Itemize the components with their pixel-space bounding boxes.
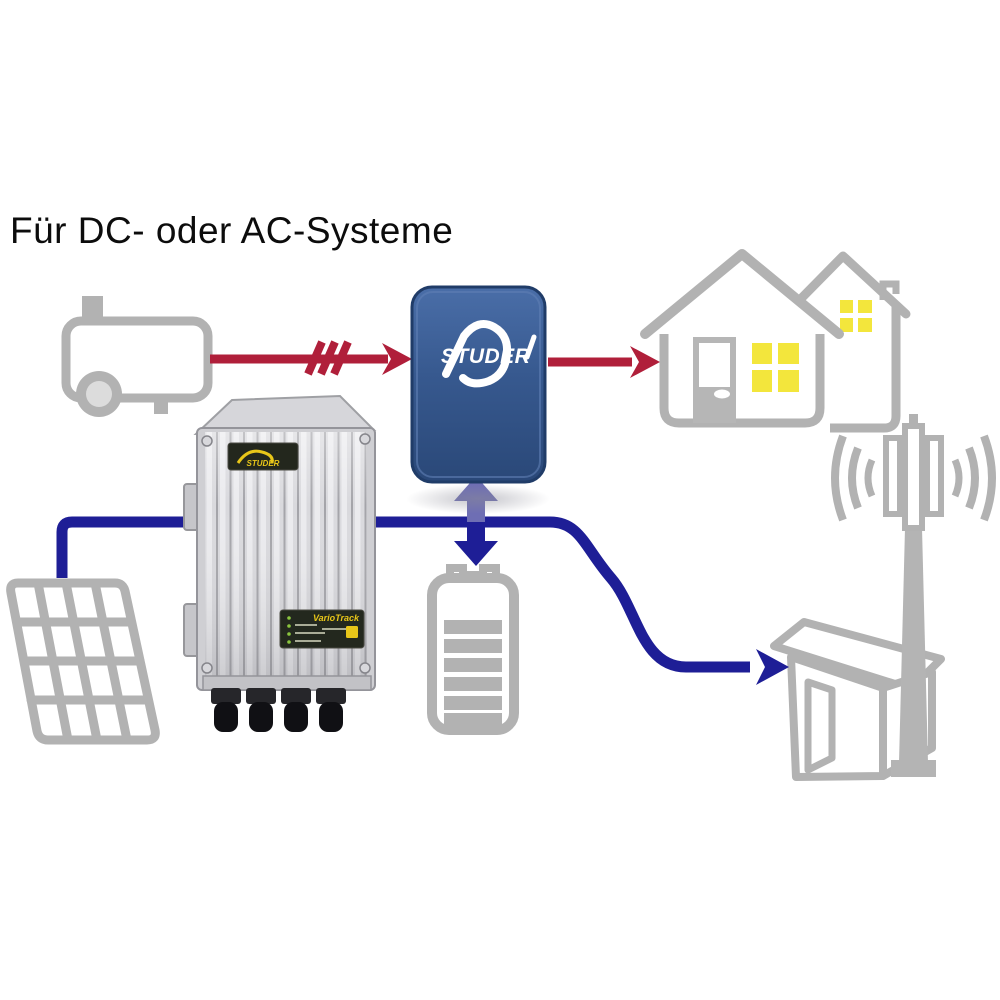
radio-wave-left-1 <box>864 458 876 498</box>
gland-body <box>249 702 273 732</box>
ac-slash-marks <box>304 340 352 376</box>
corner-screw <box>201 435 213 447</box>
studer-inverter: STUDER <box>406 285 550 514</box>
antenna-panel-center <box>902 423 925 531</box>
radio-wave-left-3 <box>831 434 847 522</box>
dc-connection-controller-to-shelter <box>372 516 789 685</box>
door-panel <box>699 343 730 387</box>
set-button <box>346 626 358 638</box>
arrowhead-down-icon <box>454 522 498 566</box>
generator-foot <box>154 394 168 414</box>
gland-body <box>214 702 238 732</box>
tower-base <box>891 760 936 777</box>
charge-bar <box>444 677 502 691</box>
dc-line <box>56 516 198 578</box>
label-plate <box>227 442 299 471</box>
radio-wave-right-3 <box>980 434 996 522</box>
dc-line <box>372 516 750 673</box>
house-icon <box>640 249 911 433</box>
front-house-window <box>752 343 799 392</box>
back-house-wall <box>830 306 901 433</box>
window-mullion <box>752 364 799 370</box>
led-indicator <box>287 624 291 628</box>
radio-wave-left-2 <box>848 446 862 510</box>
inverter-brand-text: STUDER <box>441 345 531 368</box>
gland-body <box>284 702 308 732</box>
controller-model-label: VarioTrack <box>279 609 365 649</box>
slash-mark <box>304 340 326 376</box>
inverter-box-highlight <box>416 291 541 478</box>
label-model-text: VarioTrack <box>313 613 360 623</box>
generator-hub <box>86 381 112 407</box>
front-house-roof <box>640 249 844 339</box>
back-house-chimney <box>879 280 900 300</box>
led-indicator <box>287 616 291 620</box>
gland-nut <box>211 688 241 704</box>
arrowhead-right-icon <box>756 649 789 685</box>
corner-screw <box>359 433 371 445</box>
window-mullion <box>840 313 872 318</box>
tower-pole <box>899 528 928 763</box>
cable-glands <box>211 688 346 732</box>
arrowhead-right-icon <box>382 343 412 375</box>
charge-bar <box>444 713 502 725</box>
label-text-row <box>295 640 321 642</box>
charge-bar <box>444 658 502 672</box>
led-indicator <box>287 640 291 644</box>
antenna-panel-left <box>883 435 903 517</box>
gland-nut <box>316 688 346 704</box>
charge-bar <box>444 620 502 634</box>
panel-grid-rows <box>12 617 153 705</box>
gland-nut <box>281 688 311 704</box>
label-brand-text: STUDER <box>247 459 280 468</box>
equipment-shelter-icon <box>770 618 945 781</box>
logo-slash <box>524 334 537 360</box>
dc-connection-panel-to-controller <box>56 516 198 578</box>
slash-mark <box>330 340 352 376</box>
arrowhead-right-icon <box>630 346 660 378</box>
corner-screw <box>359 662 371 674</box>
charge-bar <box>444 696 502 710</box>
antenna-panel-right <box>924 435 944 517</box>
label-wave-icon <box>236 449 274 464</box>
label-text-row <box>322 628 346 630</box>
slash-mark <box>317 340 339 376</box>
gland-nut <box>246 688 276 704</box>
battery-icon <box>427 564 519 735</box>
generator-icon <box>61 296 213 417</box>
cell-tower-icon <box>831 414 996 777</box>
page-title: Für DC- oder AC-Systeme <box>10 210 454 251</box>
gland-body <box>319 702 343 732</box>
door-handle <box>714 389 730 399</box>
ac-connection-inverter-to-house <box>548 346 660 378</box>
corner-screw <box>201 662 213 674</box>
tower-tip <box>909 414 918 430</box>
inverter-shadow <box>406 484 550 514</box>
charge-bar <box>444 639 502 653</box>
charge-controller: STUDER VarioTrack <box>183 394 377 732</box>
battery-case <box>427 573 519 735</box>
label-text-row <box>295 624 317 626</box>
shelter-roof <box>770 618 945 693</box>
battery-charge-bars <box>444 620 502 725</box>
front-house-door <box>693 337 736 423</box>
back-house-window <box>840 300 872 332</box>
label-text-row <box>295 632 325 634</box>
controller-bottom-flange <box>202 675 372 691</box>
solar-panel-icon <box>6 578 160 745</box>
radio-wave-right-1 <box>951 458 963 498</box>
ac-connection-generator-to-inverter <box>210 340 412 376</box>
shelter-door <box>804 678 836 774</box>
led-indicator <box>287 632 291 636</box>
radio-wave-right-2 <box>965 446 979 510</box>
controller-brand-label: STUDER <box>227 442 299 471</box>
studer-wave-logo-icon <box>442 320 512 388</box>
